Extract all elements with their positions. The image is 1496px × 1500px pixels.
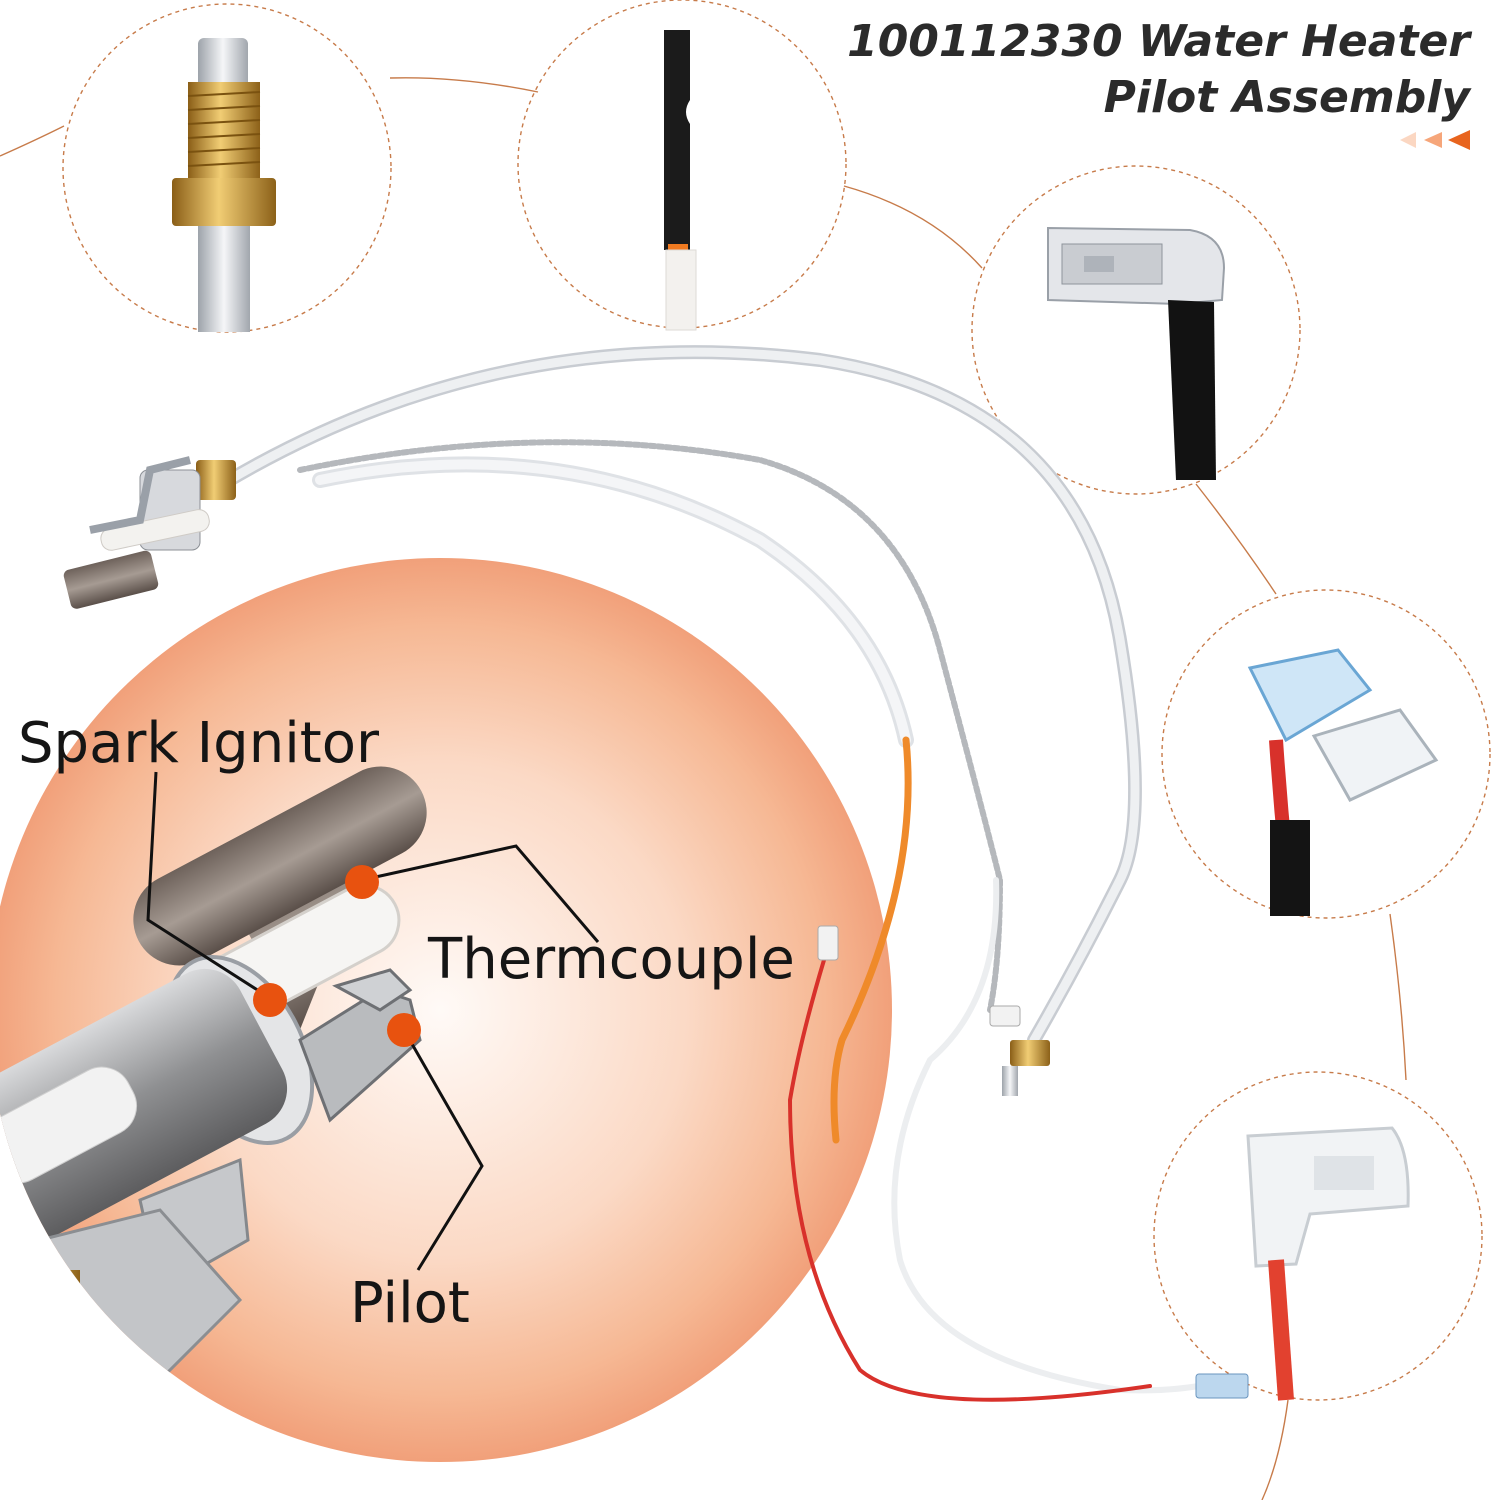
detail-circle-double-connector — [1161, 589, 1491, 919]
callout-connector-lines — [0, 77, 1407, 1500]
detail-circle-spade-terminal — [971, 165, 1301, 495]
spark-ignitor-callout-dot — [253, 983, 287, 1017]
double-connector-detail — [1247, 648, 1439, 916]
spark-ignitor-label: Spark Ignitor — [18, 711, 380, 776]
accent-arrows — [1400, 130, 1470, 150]
wire-harness — [219, 345, 1213, 1402]
pilot-label: Pilot — [350, 1271, 470, 1336]
thermocouple-callout-dot — [345, 865, 379, 899]
pilot-callout-dot — [387, 1013, 421, 1047]
pilot-assembly-small — [63, 456, 236, 609]
thermocouple-label: Thermcouple — [428, 927, 795, 992]
product-title-line-1: 100112330 Water Heater — [847, 16, 1470, 67]
wire-terminals — [817, 925, 1249, 1399]
callout-dots — [253, 865, 421, 1047]
product-title-line-2: Pilot Assembly — [1103, 72, 1470, 123]
brass-fitting-detail — [172, 38, 276, 332]
label-leader-lines — [146, 771, 600, 1271]
electrode-tip-detail — [664, 30, 697, 331]
single-connector-detail — [1246, 1126, 1410, 1401]
detail-circle-single-connector — [1153, 1071, 1483, 1401]
spade-terminal-detail — [1047, 226, 1226, 480]
product-title: 100112330 Water Heater Pilot Assembly — [847, 14, 1470, 126]
